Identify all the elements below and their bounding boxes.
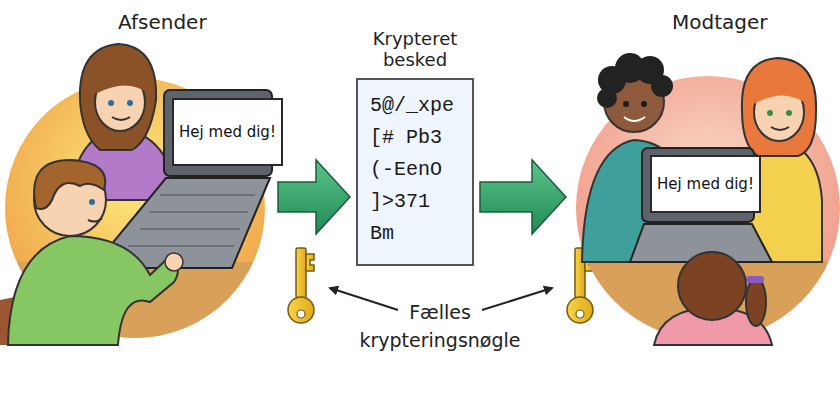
- screen-text: Hej med dig!: [179, 123, 276, 141]
- laptop: [630, 148, 772, 262]
- shared-key-label: Fælles krypteringsnøgle: [345, 298, 535, 354]
- screen-content: Hej med dig!: [179, 123, 276, 141]
- message-sheet: Krypteret besked 5@/_xpe [# Pb3 (-EenO ]>…: [356, 28, 474, 266]
- message-heading: Krypteret besked: [356, 28, 474, 70]
- leader-line: [330, 288, 398, 310]
- encrypted-text: 5@/_xpe [# Pb3 (-EenO ]>371 Bm: [370, 90, 460, 250]
- paper-sheet: 5@/_xpe [# Pb3 (-EenO ]>371 Bm: [356, 78, 474, 266]
- girl-figure: [654, 252, 772, 345]
- flow-arrow: [480, 160, 566, 234]
- scene-group: ModtagerHej med dig!: [572, 0, 840, 345]
- laptop-screen: Hej med dig!: [172, 98, 283, 166]
- screen-text: Hej med dig!: [657, 175, 754, 193]
- key-symbol: [288, 248, 314, 323]
- flow-arrow: [278, 160, 350, 234]
- scene-heading: Afsender: [118, 10, 207, 34]
- screen-content: Hej med dig!: [657, 175, 754, 193]
- scene-heading: Modtager: [672, 10, 768, 34]
- boy-figure: [0, 160, 183, 345]
- scene-illustration: [0, 0, 272, 345]
- leader-line: [482, 288, 552, 310]
- laptop-screen: Hej med dig!: [650, 155, 761, 213]
- scene-group: AfsenderHej med dig!: [0, 0, 272, 345]
